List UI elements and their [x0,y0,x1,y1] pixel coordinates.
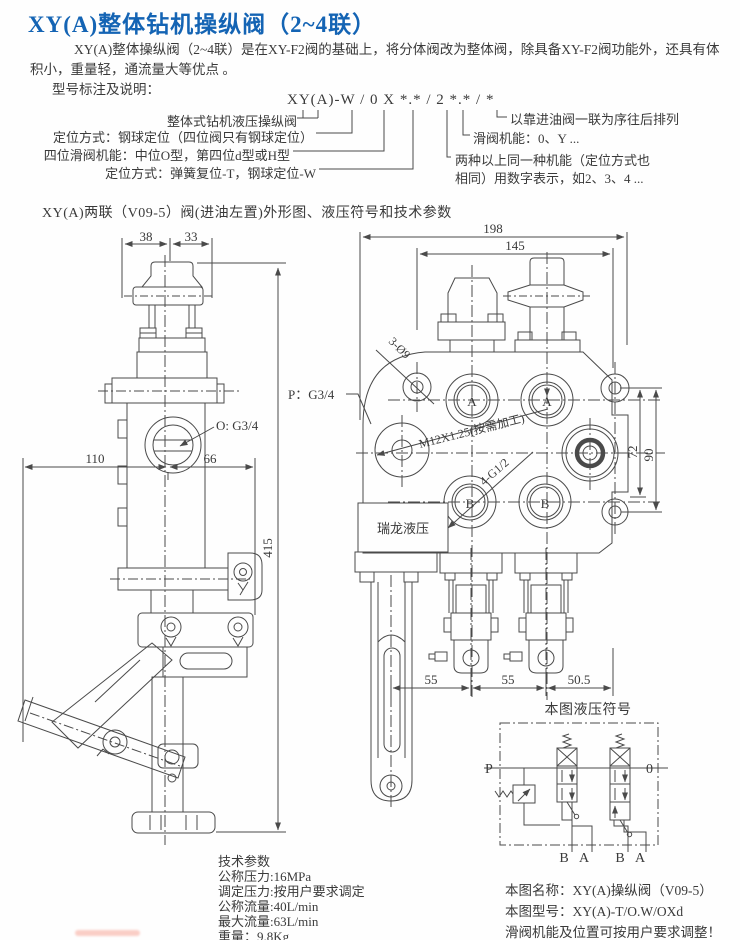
technical-drawing: 38 33 110 66 415 O: G3/4 P：G3/4 [17,221,668,866]
figure-note: 滑阀机能及位置可按用户要求调整！ [505,925,721,940]
port-a-2: A [542,394,552,409]
code-label-spool: 滑阀机能：0、Y ... [473,131,580,146]
tech-param-line: 调定压力:按用户要求调定 [218,884,365,899]
figure-model: 本图型号：XY(A)-T/O.W/OXd [505,904,684,919]
symbol-port-a2: A [635,851,646,866]
code-label-reset: 定位方式：弹簧复位-T，钢球定位-W [105,166,316,181]
intro-line-2: 积小，重量轻，通流量大等优点 。 [30,62,236,77]
dim-415: 415 [260,538,275,558]
tech-params-heading: 技术参数 [218,854,271,869]
dim-33: 33 [185,229,198,244]
dim-55b: 55 [502,672,515,687]
tech-param-line: 公称压力:16MPa [218,869,312,884]
dim-38: 38 [140,229,153,244]
tech-param-line: 重量：9.8Kg [218,929,290,940]
dim-72: 72 [625,446,640,459]
code-label-same-1: 两种以上同一种机能（定位方式也 [455,153,651,168]
symbol-port-a1: A [579,851,590,866]
port-b-1: B [466,496,475,511]
port-b-2: B [541,496,550,511]
tech-param-line: 最大流量:63L/min [218,914,319,929]
hole-count-label: 3-Ø9 [386,334,413,361]
figure-info-block: 本图名称：XY(A)操纵阀（V09-5） 本图型号：XY(A)-T/O.W/OX… [505,880,721,940]
port-p-label: P：G3/4 [288,387,335,402]
dim-55a: 55 [425,672,438,687]
dim-90: 90 [641,449,656,462]
model-code-leader-lines [293,110,507,170]
dim-110: 110 [85,451,104,466]
dim-66: 66 [204,451,218,466]
thread-label: M12X1.25(按需加工) [417,411,526,451]
tech-param-line: 公称流量:40L/min [218,899,319,914]
symbol-port-b2: B [615,851,624,866]
dim-50-5: 50.5 [568,672,591,687]
section-heading: XY(A)两联（V09-5）阀(进油左置)外形图、液压符号和技术参数 [42,206,452,221]
page-title: XY(A)整体钻机操纵阀（2~4联） [28,12,377,37]
symbol-port-o: 0 [646,762,653,777]
tech-params-block: 技术参数 公称压力:16MPa 调定压力:按用户要求调定 公称流量:40L/mi… [218,854,365,940]
right-front-view [354,232,665,808]
dim-145: 145 [505,238,525,253]
hydraulic-symbol-diagram [484,722,668,852]
code-label-order: 以靠进油阀一联为序往后排列 [510,112,680,127]
red-mark-artifact [75,930,140,936]
model-code: XY(A)-W / 0 X *.* / 2 *.* / * [287,92,495,108]
code-label-positioning: 定位方式：钢球定位（四位阀只有钢球定位） [52,130,313,145]
code-label-four-pos: 四位滑阀机能：中位O型，第四位d型或H型 [43,148,290,163]
model-designation-heading: 型号标注及说明： [52,82,160,97]
brand-nameplate: 瑞龙液压 [377,521,429,536]
port-o-label: O: G3/4 [216,418,259,433]
symbol-port-p: P [485,762,493,777]
port-a-1: A [467,394,477,409]
code-label-same-2: 相同）用数字表示，如2、3、4 ... [455,171,644,186]
symbol-port-b1: B [559,851,568,866]
intro-line-1: XY(A)整体操纵阀（2~4联）是在XY-F2阀的基础上，将分体阀改为整体阀，除… [74,42,720,57]
dim-198: 198 [483,221,503,236]
left-side-view [17,238,372,845]
port-ab-thread-label: 4-G1/2 [477,455,512,488]
symbol-diagram-heading: 本图液压符号 [544,703,632,718]
figure-name: 本图名称：XY(A)操纵阀（V09-5） [505,883,713,898]
code-label-base: 整体式钻机液压操纵阀 [166,114,297,129]
